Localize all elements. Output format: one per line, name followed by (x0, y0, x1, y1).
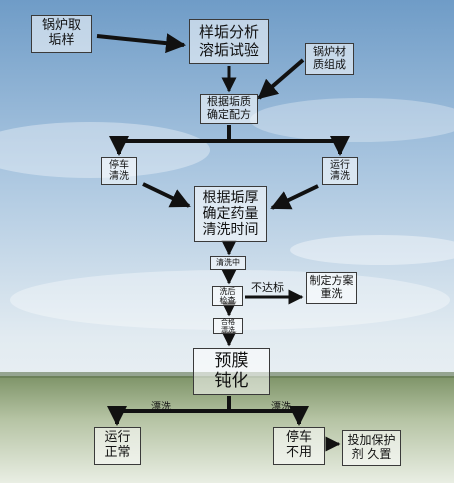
arrow-material-to-formula (257, 58, 305, 100)
node-boiler-sample: 锅炉取 垢样 (31, 15, 92, 53)
edge-label-fail: 不达标 (251, 281, 284, 294)
node-run-clean: 运行 清洗 (322, 157, 358, 185)
node-stop-unused: 停车 不用 (273, 427, 325, 465)
node-run-normal: 运行 正常 (94, 427, 141, 465)
arrow-sample-to-analysis (96, 33, 186, 54)
node-dosage: 根据垢厚 确定药量 清洗时间 (194, 186, 267, 242)
node-stop-clean: 停车 清洗 (101, 157, 137, 185)
node-scale-analysis: 样垢分析 溶垢试验 (189, 19, 269, 64)
node-cleaning: 清洗中 (210, 256, 246, 270)
node-passivate: 预膜 钝化 (193, 348, 270, 395)
node-boiler-material: 锅炉材 质组成 (305, 43, 354, 75)
arrow-stop-clean-to-dosage (142, 182, 191, 208)
node-replan: 制定方案 重洗 (306, 272, 357, 304)
node-formula: 根据垢质 确定配方 (200, 94, 258, 124)
edge-label-rinse-left: 漂洗 (151, 402, 171, 413)
edge-label-rinse-right: 漂洗 (271, 402, 291, 413)
node-rinse-ok: 合格 漂洗 (213, 318, 243, 334)
node-protect: 投加保护 剂 久置 (342, 430, 401, 466)
arrow-run-clean-to-dosage (270, 184, 319, 210)
node-post-check: 洗后 检查 (212, 286, 243, 306)
